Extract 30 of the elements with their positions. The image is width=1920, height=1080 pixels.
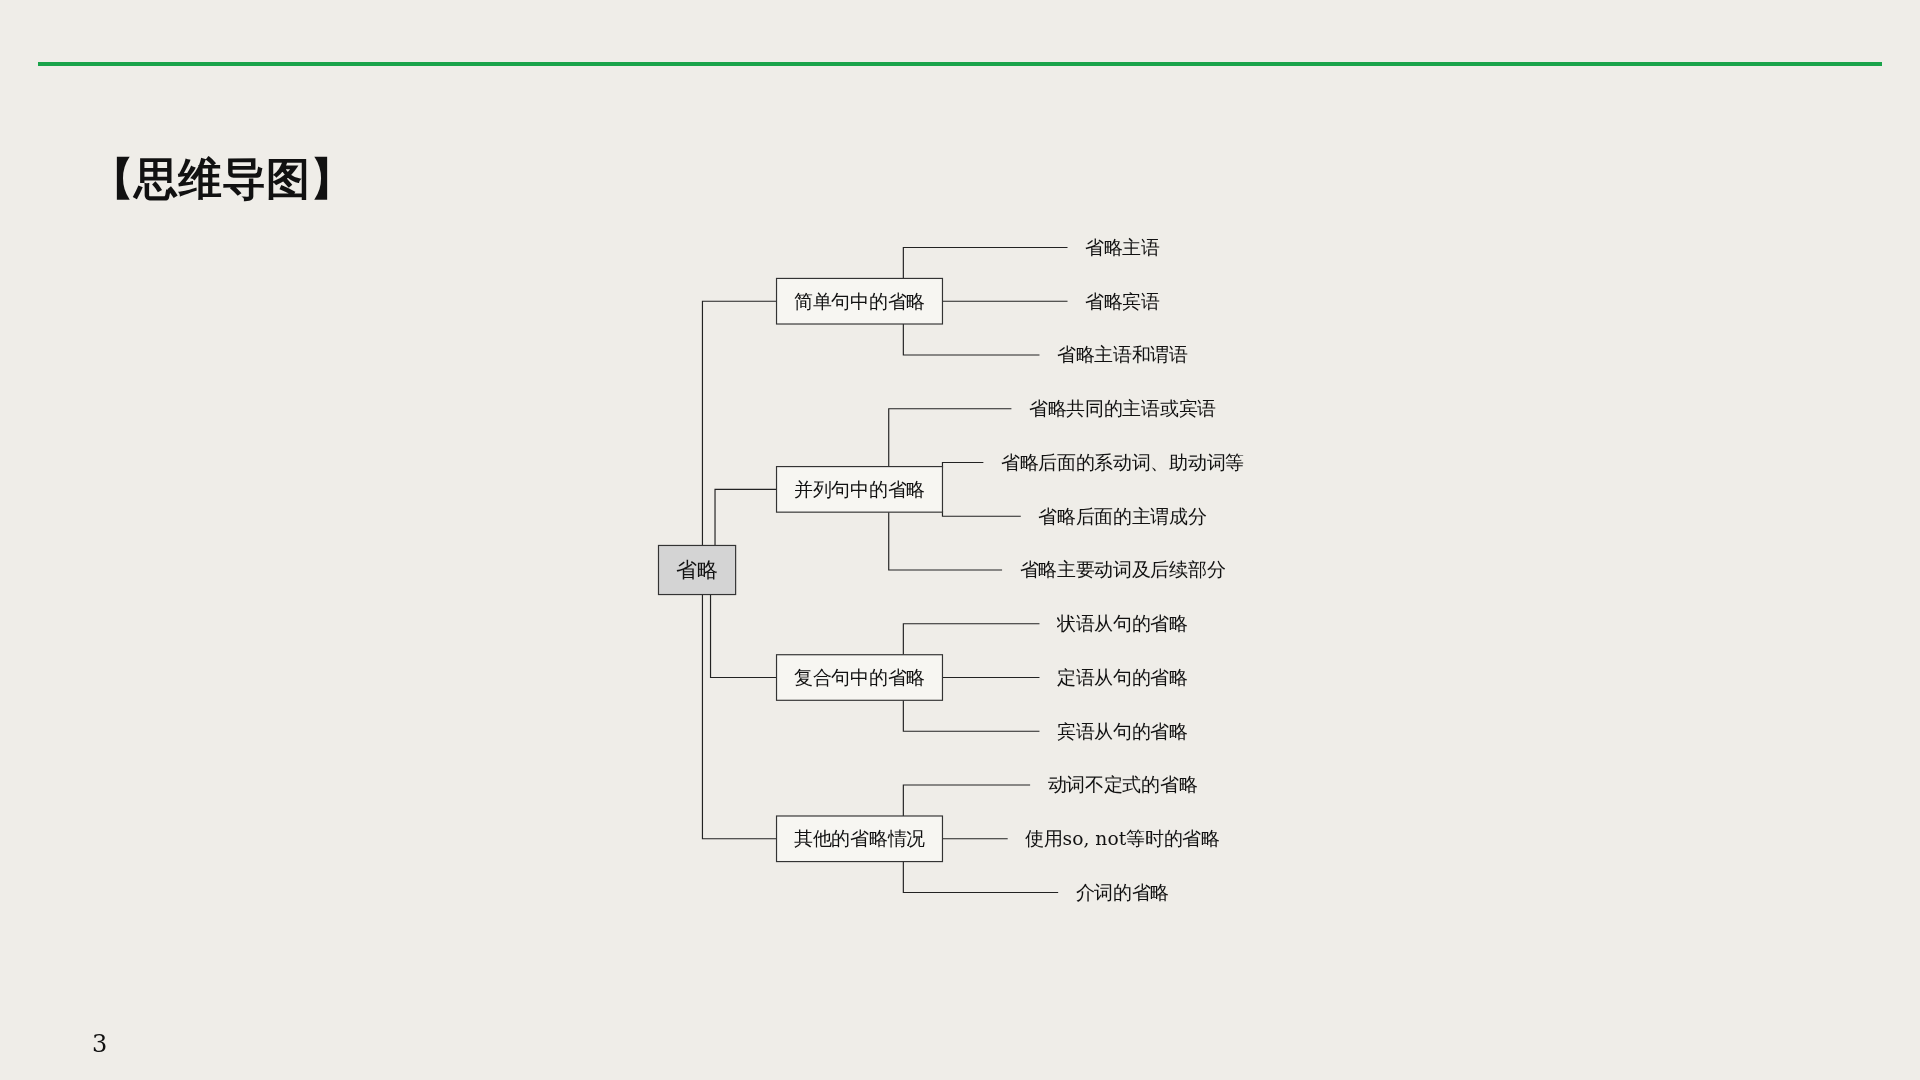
node-text: 宾语从句的省略 (1056, 720, 1188, 743)
node-text: 动词不定式的省略 (1047, 773, 1198, 797)
node-text: 省略主语 (1085, 236, 1160, 259)
node-text: 定语从句的省略 (1056, 666, 1188, 689)
connector (941, 461, 984, 469)
node-box: 复合句中的省略 (775, 654, 944, 701)
node-text: 省略后面的系动词、助动词等 (1000, 451, 1244, 474)
node-box: 简单句中的省略 (775, 277, 944, 325)
title: 【思维导图】 (90, 152, 354, 206)
node-text: 省略宾语 (1085, 290, 1160, 313)
node-box: 并列句中的省略 (775, 466, 944, 513)
connector (888, 408, 1012, 468)
node-text: 使用so, not等时的省略 (1025, 827, 1220, 850)
connector (902, 623, 1041, 656)
node-text: 省略主要动词及后续部分 (1019, 558, 1226, 582)
node-box: 其他的省略情况 (775, 815, 944, 863)
connector (888, 511, 1003, 571)
connector (902, 699, 1041, 732)
connector (941, 510, 1022, 517)
node-text: 省略共同的主语或宾语 (1028, 397, 1216, 420)
connector (902, 784, 1031, 817)
connector (902, 246, 1069, 279)
node-text: 介词的省略 (1075, 881, 1170, 904)
connector (902, 323, 1041, 356)
node-box: 省略 (657, 544, 737, 596)
page-number: 3 (92, 1030, 108, 1058)
node-text: 省略主语和谓语 (1056, 343, 1188, 367)
connector (902, 861, 1059, 894)
node-text: 状语从句的省略 (1056, 612, 1188, 635)
node-text: 省略后面的主谓成分 (1038, 505, 1207, 528)
